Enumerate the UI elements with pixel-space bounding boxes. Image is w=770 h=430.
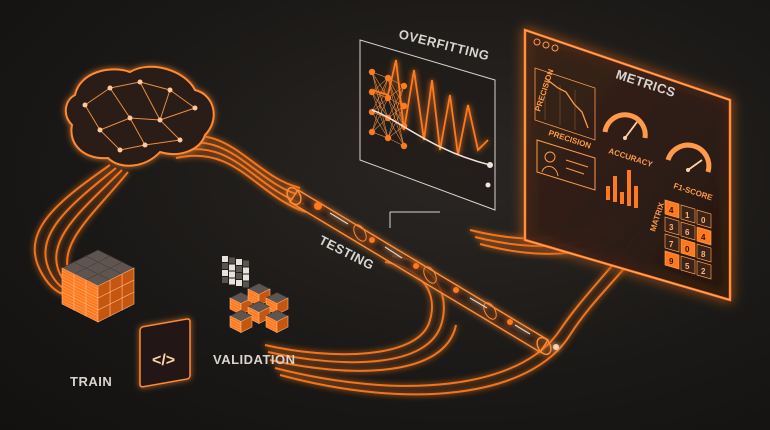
pixel-cell [236,273,242,279]
pixel-cell [222,263,228,269]
validation-label: VALIDATION [213,352,296,367]
neuron-node [368,128,376,136]
neuron-node [400,142,408,150]
fit-curve [371,109,491,166]
pixel-cell [236,266,242,272]
matrix-value: 8 [701,250,706,259]
matrix-value: 0 [701,216,706,225]
validation-data-cube [265,310,289,333]
matrix-cell [680,204,696,224]
matrix-cell [664,250,680,270]
neuron-node [400,82,408,90]
validation-data-cube [265,292,289,315]
matrix-cell [664,233,680,253]
pixel-cell [222,277,228,283]
validation-data-stack [229,283,289,333]
pixel-cell [229,271,235,278]
matrix-value: 2 [701,267,706,276]
matrix-cell [664,199,680,219]
matrix-cell [696,209,712,229]
confusion-matrix: 4 1 0 3 6 4 7 0 8 9 5 2 [664,199,712,280]
pixel-cell [243,281,249,288]
pixel-cell [236,280,242,286]
pixel-cell [229,278,235,285]
neuron-node [368,108,376,116]
matrix-value: 4 [669,206,674,215]
matrix-cell [680,221,696,241]
matrix-cell [680,255,696,275]
validation-data-cube [229,310,253,333]
matrix-value: 9 [669,257,674,266]
brain-network-icon [64,65,215,167]
matrix-cell [664,216,680,236]
matrix-value: 4 [701,233,706,242]
testing-tube [286,186,559,356]
train-data-stack [61,249,135,323]
matrix-value: 6 [685,228,690,237]
f1-gauge-icon [665,142,712,173]
matrix-value: 0 [685,245,690,254]
pixel-cell [229,264,235,271]
matrix-value: 1 [685,211,690,220]
neuron-node [384,134,392,142]
precision-curve [544,77,589,129]
bar-chart [606,170,638,208]
matrix-cell [696,260,712,280]
code-window-icon: </> [139,318,191,388]
pixel-cell [243,267,249,274]
pixel-grid-icon [222,256,249,288]
matrix-cell [696,226,712,246]
matrix-cell [680,238,696,258]
pixel-cell [236,259,242,265]
neuron-node [400,102,408,110]
neuron-node [368,68,376,76]
matrix-value: 7 [669,240,674,249]
gauge-icon [602,112,648,140]
svg-text:</>: </> [152,352,175,369]
matrix-cell [696,243,712,263]
neuron-node [384,74,392,82]
overfitting-panel [359,39,496,211]
pixel-cell [222,256,228,262]
neuron-node [384,94,392,102]
matrix-value: 5 [685,262,690,271]
matrix-value: 3 [669,223,674,232]
overfit-curve [371,59,489,156]
train-data-cube [85,273,111,299]
pixel-cell [229,257,235,264]
train-label: TRAIN [70,374,112,389]
pixel-cell [243,274,249,281]
user-card-icon [536,139,596,191]
pixel-cell [243,260,249,267]
pixel-cell [222,270,228,276]
precision-chart-frame [534,67,596,141]
